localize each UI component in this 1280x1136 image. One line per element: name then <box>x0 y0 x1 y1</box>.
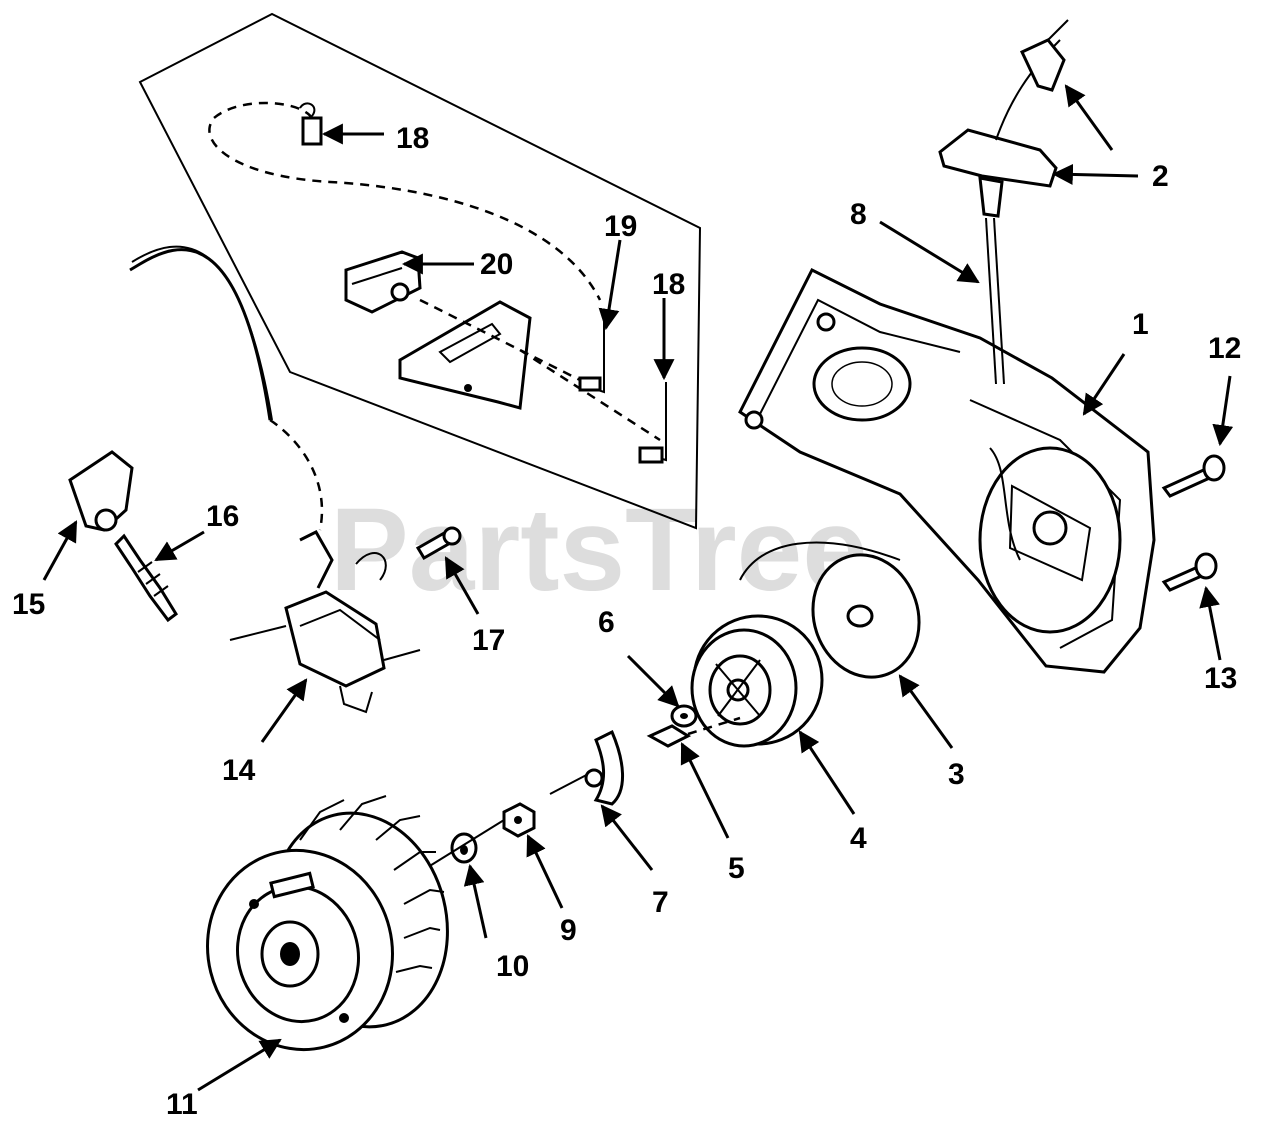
callout-15: 15 <box>12 588 45 621</box>
callout-18-right: 18 <box>652 268 685 301</box>
screw-12 <box>1161 454 1226 498</box>
callout-7: 7 <box>652 886 669 919</box>
washer-10 <box>450 832 478 864</box>
starter-handle-rope <box>938 19 1069 385</box>
starter-pulley <box>690 614 824 748</box>
ignition-kit-inset <box>138 12 702 530</box>
flywheel <box>206 795 505 1052</box>
ignition-coil <box>229 418 421 714</box>
callout-10: 10 <box>496 950 529 983</box>
callout-11: 11 <box>166 1088 198 1121</box>
spark-plug <box>114 533 178 623</box>
callout-3: 3 <box>948 758 965 791</box>
callout-6: 6 <box>598 606 615 639</box>
screw-13 <box>1161 552 1218 592</box>
callout-16: 16 <box>206 500 239 533</box>
callout-8: 8 <box>850 198 867 231</box>
watermark: PartsTree <box>330 484 868 616</box>
pawl-spring <box>646 716 741 748</box>
nut-9 <box>502 802 536 838</box>
recoil-spring <box>739 541 921 679</box>
washer-6 <box>670 704 698 728</box>
callout-14: 14 <box>222 754 256 787</box>
callout-18-top: 18 <box>396 122 429 155</box>
callout-2: 2 <box>1152 160 1169 193</box>
callout-13: 13 <box>1204 662 1237 695</box>
callout-17: 17 <box>472 624 505 657</box>
spark-plug-boot <box>68 245 273 532</box>
callout-labels: 1 2 3 4 5 6 7 8 9 10 11 12 13 14 15 16 1… <box>12 122 1241 1121</box>
callout-9: 9 <box>560 914 577 947</box>
screw-17 <box>415 526 462 561</box>
starter-housing <box>738 267 1156 674</box>
callout-1: 1 <box>1132 308 1149 341</box>
leader-arrows <box>42 84 1234 1092</box>
callout-5: 5 <box>728 852 745 885</box>
callout-12: 12 <box>1208 332 1241 365</box>
pawl-7 <box>549 729 624 806</box>
callout-19: 19 <box>604 210 637 243</box>
callout-20: 20 <box>480 248 513 281</box>
callout-4: 4 <box>850 822 867 855</box>
